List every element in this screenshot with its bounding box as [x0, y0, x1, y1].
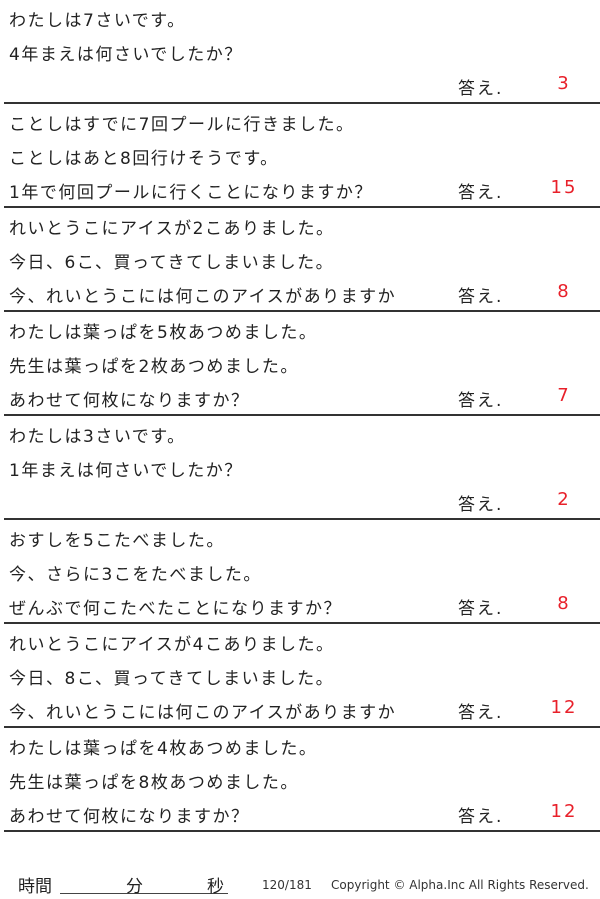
problem-list: わたしは7さいです。 4年まえは何さいでしたか？ 答え. 3 ことしはすでに7回プールに… [4, 0, 600, 832]
answer-value: 8 [557, 593, 571, 614]
problem-text-line: あわせて何枚になりますか？ [9, 807, 250, 827]
problem-text-line: 今、さらに3こをたべました。 [9, 565, 262, 585]
page-number: 120/181 [262, 878, 312, 892]
problem-text-line: わたしは葉っぱを5枚あつめました。 [9, 323, 318, 343]
problem-3: れいとうこにアイスが2こありました。今日、6こ、買ってきてしまいました。今、れい… [4, 208, 600, 312]
problem-text-line: あわせて何枚になりますか？ [9, 391, 250, 411]
time-entry-line [60, 893, 228, 894]
problem-5: わたしは3さいです。 1年まえは何さいでしたか？ 答え. 2 [4, 416, 600, 520]
problem-1: わたしは7さいです。 4年まえは何さいでしたか？ 答え. 3 [4, 0, 600, 104]
answer-label: 答え. [458, 79, 504, 99]
problem-text-line: わたしは3さいです。 [9, 427, 186, 447]
seconds-label: 秒 [207, 877, 224, 897]
problem-text-line: 1年まえは何さいでしたか？ [9, 461, 243, 481]
answer-label: 答え. [458, 183, 504, 203]
problem-text-line: 今、れいとうこには何このアイスがありますか [9, 703, 397, 723]
problem-text-line: れいとうこにアイスが4こありました。 [9, 635, 335, 655]
minutes-label: 分 [126, 877, 143, 897]
answer-value: 7 [557, 385, 571, 406]
answer-value: 8 [557, 281, 571, 302]
problem-text-line: ことしはすでに7回プールに行きました。 [9, 115, 355, 135]
footer: 時間 分 秒 120/181 Copyright © Alpha.Inc All… [0, 872, 600, 897]
answer-label: 答え. [458, 495, 504, 515]
problem-text-line: ことしはあと8回行けそうです。 [9, 149, 279, 169]
problem-text-line: わたしは7さいです。 [9, 11, 186, 31]
answer-value: 2 [557, 489, 571, 510]
problem-8: わたしは葉っぱを4枚あつめました。先生は葉っぱを8枚あつめました。あわせて何枚に… [4, 728, 600, 832]
answer-value: 3 [557, 73, 571, 94]
problem-text-line: 先生は葉っぱを2枚あつめました。 [9, 357, 299, 377]
answer-value: 12 [550, 697, 578, 718]
time-label: 時間 [18, 877, 52, 897]
answer-label: 答え. [458, 599, 504, 619]
problem-text-line: ぜんぶで何こたべたことになりますか？ [9, 599, 342, 619]
problem-text-line: 今、れいとうこには何このアイスがありますか [9, 287, 397, 307]
answer-value: 15 [550, 177, 578, 198]
problem-text-line: 今日、6こ、買ってきてしまいました。 [9, 253, 335, 273]
problem-text-line: 先生は葉っぱを8枚あつめました。 [9, 773, 299, 793]
problem-2: ことしはすでに7回プールに行きました。ことしはあと8回行けそうです。 1年で何回プ… [4, 104, 600, 208]
answer-label: 答え. [458, 703, 504, 723]
problem-text-line: 今日、8こ、買ってきてしまいました。 [9, 669, 335, 689]
problem-text-line: 1年で何回プールに行くことになりますか？ [9, 183, 373, 203]
problem-6: おすしを5こたべました。今、さらに3こをたべました。ぜんぶで何こたべたことになり… [4, 520, 600, 624]
problem-4: わたしは葉っぱを5枚あつめました。先生は葉っぱを2枚あつめました。あわせて何枚に… [4, 312, 600, 416]
answer-label: 答え. [458, 287, 504, 307]
problem-text-line: わたしは葉っぱを4枚あつめました。 [9, 739, 318, 759]
problem-text-line: おすしを5こたべました。 [9, 531, 225, 551]
answer-value: 12 [550, 801, 578, 822]
problem-text-line: れいとうこにアイスが2こありました。 [9, 219, 335, 239]
copyright: Copyright © Alpha.Inc All Rights Reserve… [331, 878, 589, 892]
answer-label: 答え. [458, 807, 504, 827]
answer-label: 答え. [458, 391, 504, 411]
problem-7: れいとうこにアイスが4こありました。今日、8こ、買ってきてしまいました。今、れい… [4, 624, 600, 728]
problem-text-line: 4年まえは何さいでしたか？ [9, 45, 243, 65]
